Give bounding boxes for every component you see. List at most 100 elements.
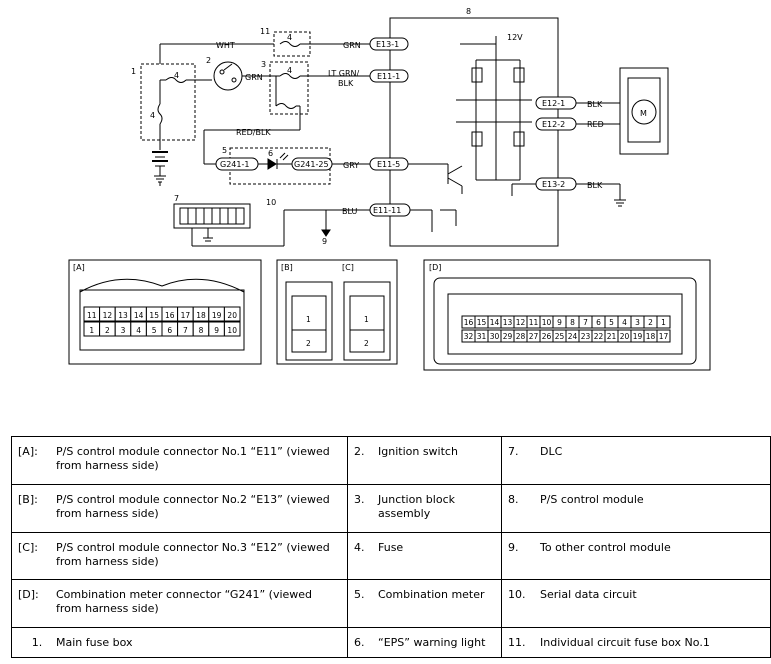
panel-a-pin-label: 18	[196, 311, 206, 320]
panel-d-pin-label: 16	[464, 318, 474, 327]
legend-cell: [D]:Combination meter connector “G241” (…	[11, 579, 348, 629]
callout-9: 9	[322, 237, 327, 246]
panel-d-pin-label: 13	[503, 318, 513, 327]
panel-d-pin-label: 11	[529, 318, 539, 327]
legend-key: 1.	[31, 636, 43, 650]
dlc	[173, 203, 251, 229]
legend-cell: [B]: P/S control module connector No.2 “E…	[11, 483, 348, 533]
wire-label-blu: BLU	[342, 207, 358, 216]
panel-b-pin-2: 2	[306, 339, 311, 348]
panel-a-pin-cell	[223, 321, 241, 337]
legend-cell: [A]:P/S control module connector No.1 “E…	[11, 436, 348, 485]
legend-text: P/S control module connector No.3 “E12” …	[56, 540, 330, 568]
eps-motor	[619, 67, 669, 155]
callout-11: 11	[260, 27, 270, 36]
panel-a	[68, 259, 262, 365]
connector-e11-1: E11-1	[377, 72, 400, 81]
callout-4-d: 4	[287, 33, 292, 42]
callout-3: 3	[261, 60, 266, 69]
legend-text: Ignition switch	[378, 445, 458, 458]
legend-cell: 8.P/S control module	[501, 483, 771, 533]
panel-a-pin-label: 3	[121, 326, 126, 335]
callout-8: 8	[466, 7, 471, 16]
panel-b-tag: [B]	[281, 263, 293, 272]
wiring-diagram: 1 2 3 4 4 4 5 6 7 8 9 10 11 4 WHT GRN GR…	[68, 7, 711, 371]
legend-cell: 10.Serial data circuit	[501, 579, 771, 629]
panel-d-pin-label: 25	[555, 332, 565, 341]
legend-key: 5.	[354, 588, 365, 602]
panel-d-pin-label: 31	[477, 332, 487, 341]
panel-a-pin-label: 12	[103, 311, 113, 320]
ps-control-module	[389, 17, 559, 247]
legend-text: Junction block assembly	[378, 492, 455, 520]
panel-d-pin-label: 9	[557, 318, 562, 327]
callout-2: 2	[206, 56, 211, 65]
legend-key: [A]:	[18, 445, 38, 458]
panel-d-pin-label: 19	[633, 332, 643, 341]
panel-d-pin-label: 4	[622, 318, 627, 327]
panel-d-pin-label: 10	[542, 318, 552, 327]
legend-key: 6.	[354, 636, 365, 650]
wire-label-blk-1: BLK	[587, 100, 603, 109]
legend-cell: 6. “EPS” warning light	[347, 627, 502, 658]
panel-a-pin-label: 4	[136, 326, 141, 335]
panel-a-pin-label: 15	[149, 311, 159, 320]
panel-a-pin-label: 13	[118, 311, 128, 320]
wire-label-grn-top: GRN	[343, 41, 361, 50]
legend-key: [B]:	[18, 492, 38, 506]
legend-table: [A]:P/S control module connector No.1 “E…	[11, 436, 771, 658]
legend-text: P/S control module	[540, 492, 644, 506]
panel-d-pin-label: 7	[583, 318, 588, 327]
panel-a-pin-label: 10	[227, 326, 237, 335]
callout-4-b: 4	[150, 111, 155, 120]
panel-c-pin-2: 2	[364, 339, 369, 348]
motor-label: M	[640, 109, 647, 118]
callout-4-a: 4	[174, 71, 179, 80]
panel-d	[423, 259, 711, 371]
panel-a-pin-label: 6	[167, 326, 172, 335]
panel-a-pin-label: 8	[199, 326, 204, 335]
legend-text: Serial data circuit	[540, 588, 637, 602]
panel-d-pin-label: 22	[594, 332, 604, 341]
legend-text: “EPS” warning light	[378, 636, 486, 650]
legend-key: [C]:	[18, 540, 38, 554]
legend-key: 3.	[354, 492, 365, 506]
panel-a-pin-label: 9	[214, 326, 219, 335]
legend-text: Fuse	[378, 540, 404, 554]
wire-label-12v: 12V	[507, 33, 523, 42]
panel-d-pin-label: 18	[646, 332, 656, 341]
panel-c-tag: [C]	[342, 263, 354, 272]
panel-d-pin-label: 1	[661, 318, 666, 327]
panel-a-pin-label: 11	[87, 311, 97, 320]
legend-cell: 3. Junction block assembly	[347, 483, 502, 533]
panel-d-pin-label: 30	[490, 332, 500, 341]
panel-a-pin-label: 14	[134, 311, 144, 320]
panel-d-pin-label: 3	[635, 318, 640, 327]
panel-d-pin-label: 27	[529, 332, 539, 341]
wire-label-blk-2: BLK	[587, 181, 603, 190]
legend-key: 4.	[354, 540, 365, 554]
legend-text: Individual circuit fuse box No.1	[540, 636, 710, 650]
legend-row: [D]:Combination meter connector “G241” (…	[11, 579, 771, 629]
panel-d-pin-cell	[656, 315, 671, 329]
wire-label-grn-mid: GRN	[245, 73, 263, 82]
connector-g241-25: G241-25	[294, 160, 329, 169]
panel-a-pin-label: 19	[212, 311, 222, 320]
panel-d-pin-cell	[656, 329, 671, 343]
legend-text: To other control module	[540, 540, 671, 554]
callout-1: 1	[131, 67, 136, 76]
panel-d-tag: [D]	[429, 263, 441, 272]
legend-key: 2.	[354, 445, 365, 458]
panel-a-pin-label: 5	[152, 326, 157, 335]
legend-text: P/S control module connector No.2 “E13” …	[56, 492, 330, 520]
wire-label-lt-grn-blk: LT GRN/	[328, 69, 360, 78]
panel-c-pin-1: 1	[364, 315, 369, 324]
panel-d-pin-label: 21	[607, 332, 617, 341]
legend-row: [C]: P/S control module connector No.3 “E…	[11, 531, 771, 581]
connector-e12-2: E12-2	[542, 120, 565, 129]
legend-cell: 2. Ignition switch	[347, 436, 502, 485]
callout-4-c: 4	[287, 66, 292, 75]
panel-d-pin-label: 2	[648, 318, 653, 327]
panel-d-pin-label: 15	[477, 318, 487, 327]
